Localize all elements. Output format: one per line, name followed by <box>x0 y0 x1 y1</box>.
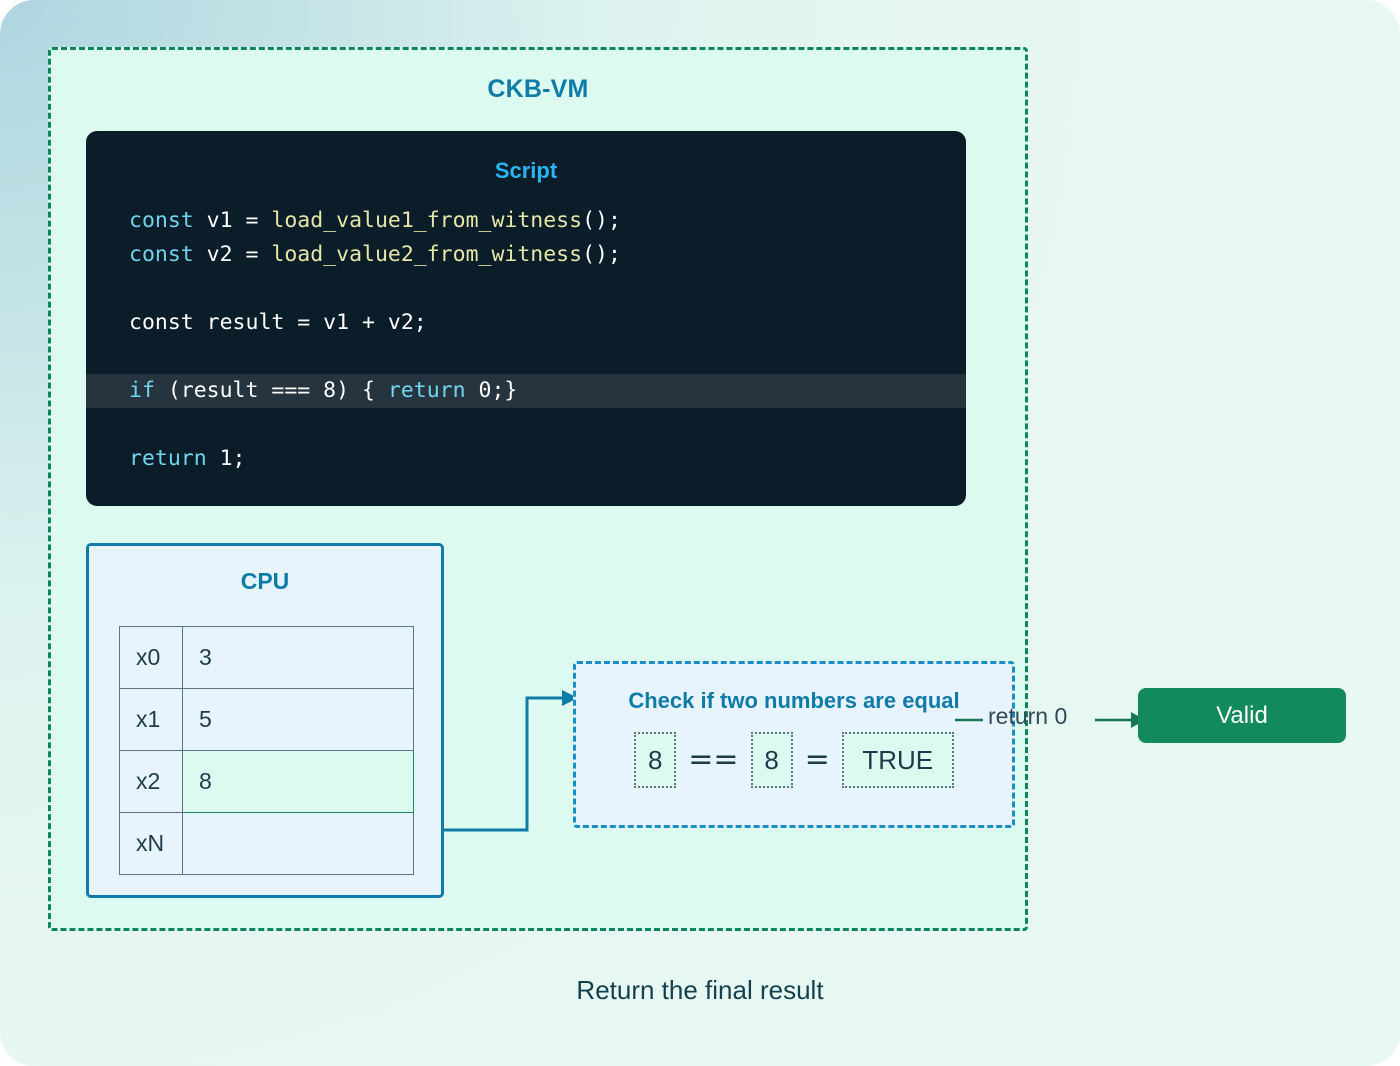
code-token: if <box>129 378 155 403</box>
diagram-caption: Return the final result <box>576 975 824 1005</box>
register-name: xN <box>119 812 183 875</box>
register-value: 5 <box>182 688 414 751</box>
code-token: const <box>129 242 194 267</box>
register-to-check-connector <box>444 690 578 832</box>
code-token: 0;} <box>465 378 518 403</box>
code-line: const v1 = load_value1_from_witness(); <box>86 204 966 238</box>
script-panel: Script const v1 = load_value1_from_witne… <box>86 131 966 506</box>
code-token <box>129 412 142 437</box>
cpu-title: CPU <box>240 568 290 594</box>
code-line <box>86 408 966 442</box>
equality-check-box: Check if two numbers are equal 8 == 8 = … <box>573 661 1015 828</box>
code-token: load_value1_from_witness <box>271 208 583 233</box>
register-value: 3 <box>182 626 414 689</box>
script-title: Script <box>494 158 558 183</box>
result-operator: = <box>804 742 830 777</box>
code-token: const <box>129 208 194 233</box>
equality-operator: == <box>688 742 739 777</box>
code-token: return <box>387 378 466 403</box>
code-token: v2 = <box>193 242 272 267</box>
equality-expression: 8 == 8 = TRUE <box>576 732 1012 788</box>
ckb-vm-title: CKB-VM <box>487 75 589 103</box>
register-name: x0 <box>119 626 183 689</box>
code-token <box>129 276 142 301</box>
code-line <box>86 340 966 374</box>
code-token: (result === 8) { <box>154 378 388 403</box>
code-token: (); <box>582 208 621 233</box>
valid-badge[interactable]: Valid <box>1138 688 1346 743</box>
script-code-block: const v1 = load_value1_from_witness();co… <box>86 204 966 476</box>
compare-left-value: 8 <box>634 732 677 788</box>
code-token: v1 = <box>193 208 272 233</box>
ckb-vm-container: CKB-VM Script const v1 = load_value1_fro… <box>48 47 1028 931</box>
code-token: return <box>129 446 207 471</box>
code-line: const result = v1 + v2; <box>86 306 966 340</box>
code-token: 1; <box>206 446 246 471</box>
return-zero-label: return 0 <box>988 703 1068 729</box>
register-value: 8 <box>182 750 414 813</box>
code-line: if (result === 8) { return 0;} <box>86 374 966 408</box>
code-token: const result = v1 + v2; <box>129 310 427 335</box>
code-line <box>86 272 966 306</box>
register-value <box>182 812 414 875</box>
code-token <box>129 344 142 369</box>
code-token: (); <box>582 242 621 267</box>
equality-check-title: Check if two numbers are equal <box>628 688 960 713</box>
code-token: load_value2_from_witness <box>271 242 583 267</box>
code-line: const v2 = load_value2_from_witness(); <box>86 238 966 272</box>
compare-right-value: 8 <box>750 732 793 788</box>
code-line: return 1; <box>86 442 966 476</box>
register-row: xN <box>119 812 414 875</box>
register-name: x1 <box>119 688 183 751</box>
register-name: x2 <box>119 750 183 813</box>
compare-result-value: TRUE <box>841 732 954 788</box>
